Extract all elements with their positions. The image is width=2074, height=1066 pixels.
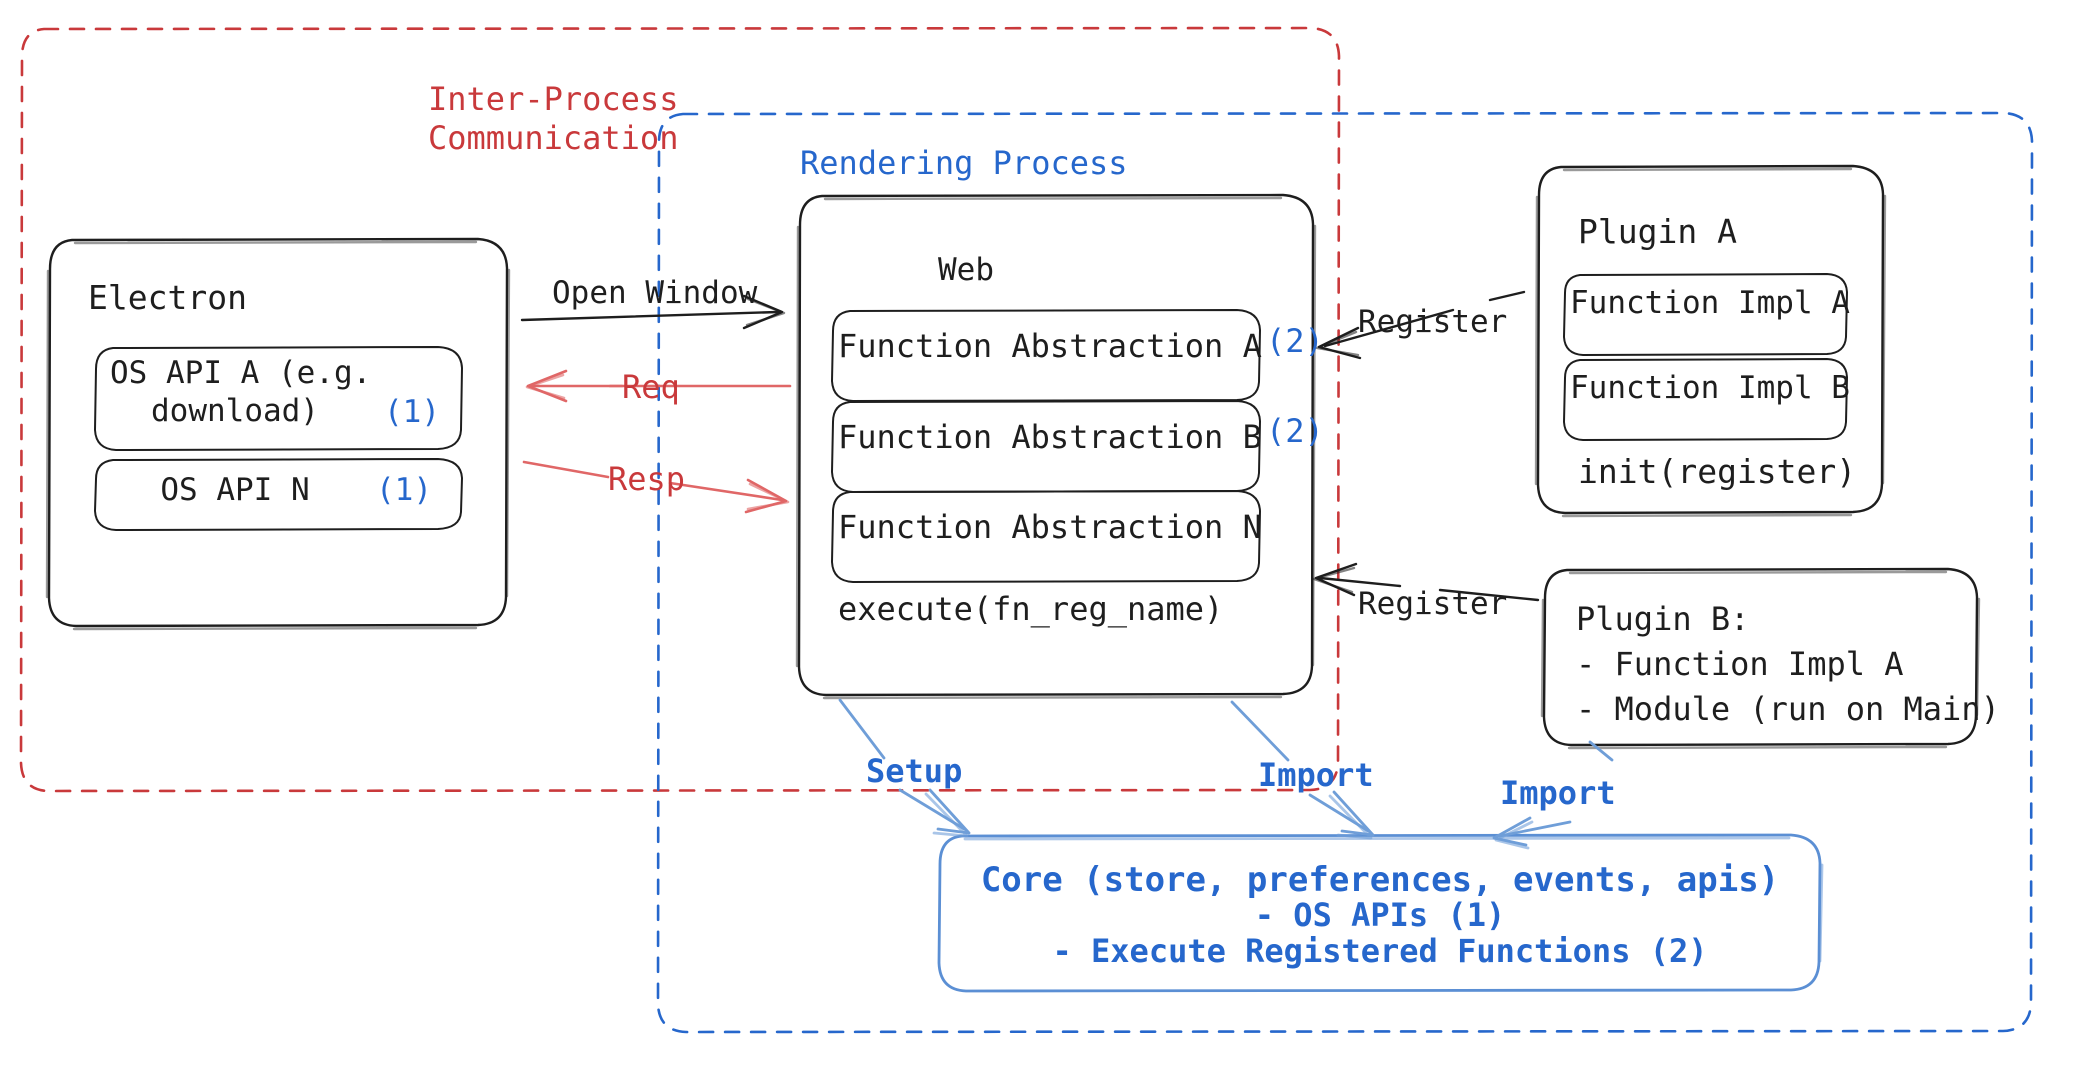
edge-label-import-plugin-b: Import — [1500, 774, 1616, 812]
core-line-execute: - Execute Registered Functions (2) — [1052, 932, 1708, 970]
os-api-n-marker: (1) — [376, 472, 432, 508]
os-api-n-label[interactable]: OS API N — [160, 472, 310, 508]
edge-label-req: Req — [622, 368, 680, 406]
function-abstraction-b-marker: (2) — [1266, 412, 1324, 450]
function-impl-a-label[interactable]: Function Impl A — [1570, 285, 1850, 321]
edge-label-setup: Setup — [866, 752, 963, 790]
function-abstraction-b-label[interactable]: Function Abstraction B — [838, 418, 1262, 456]
edge-label-register-plugin-a: Register — [1358, 304, 1508, 340]
rendering-process-label: Rendering Process — [800, 144, 1128, 182]
plugin-b-item-0: - Function Impl A — [1576, 645, 1904, 683]
electron-title: Electron — [88, 278, 247, 317]
core-line-os-apis: - OS APIs (1) — [1254, 896, 1506, 934]
core-title: Core (store, preferences, events, apis) — [980, 860, 1780, 900]
web-execute-label: execute(fn_reg_name) — [838, 590, 1224, 628]
os-api-a-label[interactable]: OS API A (e.g. download) — [110, 355, 372, 429]
plugin-a-title: Plugin A — [1578, 212, 1737, 251]
edge-label-open-window: Open Window — [552, 275, 758, 311]
edge-label-resp: Resp — [608, 460, 686, 498]
ipc-container-label: Inter-Process Communication — [428, 80, 679, 158]
function-abstraction-n-label[interactable]: Function Abstraction N — [838, 508, 1262, 546]
edge-label-register-plugin-b: Register — [1358, 586, 1508, 622]
plugin-b-item-1: - Module (run on Main) — [1576, 690, 2000, 728]
plugin-b-title: Plugin B: — [1576, 600, 1750, 638]
plugin-a-init-label: init(register) — [1578, 452, 1857, 491]
os-api-a-marker: (1) — [384, 394, 440, 430]
edge-label-import-web: Import — [1258, 756, 1374, 794]
function-abstraction-a-label[interactable]: Function Abstraction A — [838, 327, 1262, 365]
function-impl-b-label[interactable]: Function Impl B — [1570, 370, 1850, 406]
web-title: Web — [938, 252, 994, 288]
function-abstraction-a-marker: (2) — [1266, 322, 1324, 360]
